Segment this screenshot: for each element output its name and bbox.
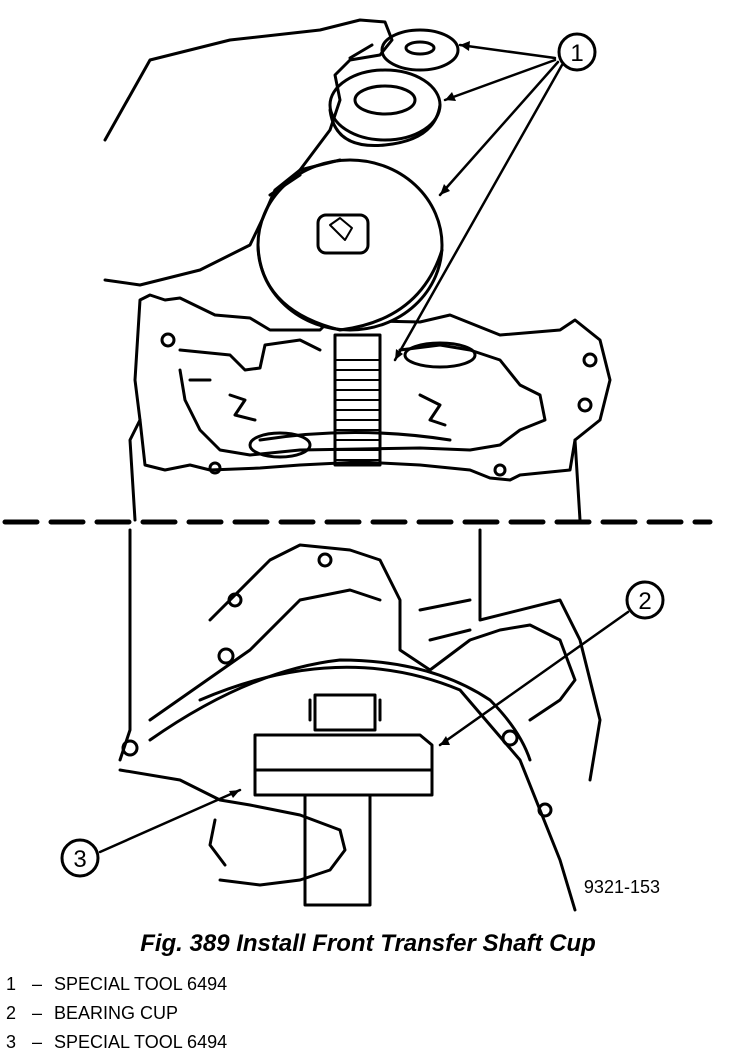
callout-3-circle: [60, 838, 100, 878]
callout-1-circle: [557, 32, 597, 72]
transmission-case-upper: [128, 293, 612, 522]
callout-2-circle: [625, 580, 665, 620]
callout-3-label: 3: [73, 846, 86, 873]
tool-disc-icon: [256, 158, 444, 332]
legend-item: 1–SPECIAL TOOL 6494: [6, 974, 228, 994]
figure-caption: Fig. 389 Install Front Transfer Shaft Cu…: [140, 930, 596, 957]
legend-label: SPECIAL TOOL 6494: [54, 1032, 228, 1052]
hand-lower-icon: [118, 768, 347, 887]
callout-1-label: 1: [570, 40, 583, 67]
threaded-rod-icon: [333, 333, 382, 467]
callout-2-label: 2: [638, 588, 651, 615]
bearing-cup-icon: [253, 693, 434, 907]
washer-icon: [380, 28, 460, 72]
bearing-icon: [328, 68, 442, 148]
hand-icon: [103, 18, 394, 287]
legend-label: BEARING CUP: [54, 1003, 179, 1023]
legend-label: SPECIAL TOOL 6494: [54, 974, 228, 994]
transmission-case-lower: [118, 528, 602, 912]
legend-list: 1–SPECIAL TOOL 6494 2–BEARING CUP 3–SPEC…: [6, 970, 227, 1057]
figure-code: 9321-153: [584, 877, 660, 897]
leader-lines: [98, 43, 630, 854]
legend-item: 2–BEARING CUP: [6, 1003, 179, 1023]
legend-item: 3–SPECIAL TOOL 6494: [6, 1032, 228, 1052]
technical-illustration: 1 2 3 9321-153: [2, 18, 713, 912]
